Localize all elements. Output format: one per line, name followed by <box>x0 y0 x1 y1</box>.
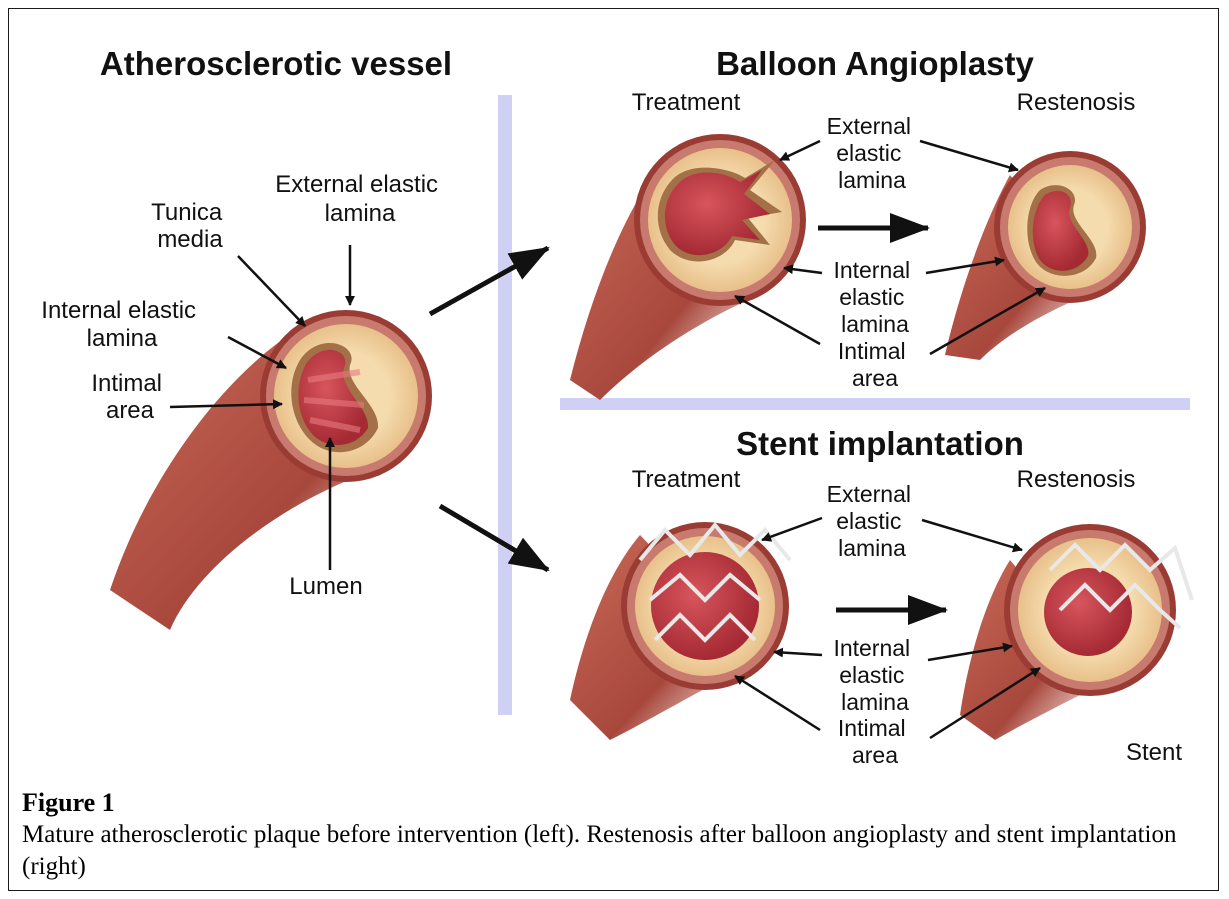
balloon-external-1: External <box>827 113 911 139</box>
stent-internal-1: Internal <box>833 635 910 661</box>
atherosclerotic-vessel-illustration <box>110 310 432 630</box>
stent-panel-title: Stent implantation <box>736 425 1024 462</box>
stent-treatment-vessel <box>570 522 790 740</box>
stent-restenosis-vessel <box>960 524 1192 740</box>
diagram-canvas: Atherosclerotic vessel Tunica media Exte… <box>0 0 1229 780</box>
svg-text:Intimal area: Intimal area <box>91 370 168 424</box>
balloon-treatment-vessel <box>570 134 806 400</box>
balloon-restenosis-label: Restenosis <box>1017 89 1136 116</box>
label-tunica-media-1: Tunica <box>151 199 223 226</box>
svg-text:Intimal area: Intimal area <box>838 338 912 391</box>
balloon-internal-2: elastic <box>839 284 904 310</box>
stent-external-3: lamina <box>838 535 906 561</box>
label-external-elastic-2: lamina <box>325 200 396 227</box>
stent-treatment-label: Treatment <box>632 466 741 493</box>
svg-text:Internal elastic lamina: Internal elastic lamina <box>41 297 202 352</box>
label-internal-elastic-2: lamina <box>87 325 158 352</box>
balloon-internal-1: Internal <box>833 257 910 283</box>
label-intimal-area-2: area <box>106 397 155 424</box>
label-internal-elastic-1: Internal elastic <box>41 297 196 324</box>
stent-internal-2: elastic <box>839 662 904 688</box>
stent-restenosis-label: Restenosis <box>1017 466 1136 493</box>
svg-text:Internal elastic lamin: Internal elastic lamina <box>833 257 916 337</box>
balloon-external-3: lamina <box>838 167 906 193</box>
vertical-divider <box>498 95 512 715</box>
horizontal-divider <box>560 398 1190 410</box>
arrow-to-stent <box>440 506 548 570</box>
svg-text:External elastic lamin: External elastic lamina <box>827 481 918 561</box>
stent-label: Stent <box>1126 739 1182 766</box>
stent-intimal-2: area <box>852 742 898 768</box>
balloon-treatment-label: Treatment <box>632 89 741 116</box>
label-intimal-area-1: Intimal <box>91 370 162 397</box>
svg-text:External elastic lamina: External elastic lamina <box>275 171 444 227</box>
svg-text:Tunica media: Tunica media <box>151 199 229 253</box>
balloon-external-2: elastic <box>836 140 901 166</box>
caption-title: Figure 1 <box>22 788 115 818</box>
caption-text: Mature atherosclerotic plaque before int… <box>22 819 1212 883</box>
balloon-intimal-2: area <box>852 365 898 391</box>
stent-intimal-1: Intimal <box>838 715 906 741</box>
label-lumen: Lumen <box>289 573 362 600</box>
stent-external-1: External <box>827 481 911 507</box>
svg-text:Intimal area: Intimal area <box>838 715 912 768</box>
balloon-intimal-1: Intimal <box>838 338 906 364</box>
stent-internal-3: lamina <box>841 689 909 715</box>
stent-external-2: elastic <box>836 508 901 534</box>
svg-text:External elastic lamin: External elastic lamina <box>827 113 918 193</box>
label-external-elastic-1: External elastic <box>275 171 438 198</box>
left-panel-title: Atherosclerotic vessel <box>100 45 452 82</box>
balloon-panel-title: Balloon Angioplasty <box>716 45 1034 82</box>
svg-text:Internal elastic lamin: Internal elastic lamina <box>833 635 916 715</box>
balloon-internal-3: lamina <box>841 311 909 337</box>
label-tunica-media-2: media <box>157 226 223 253</box>
arrow-to-balloon <box>430 248 548 314</box>
